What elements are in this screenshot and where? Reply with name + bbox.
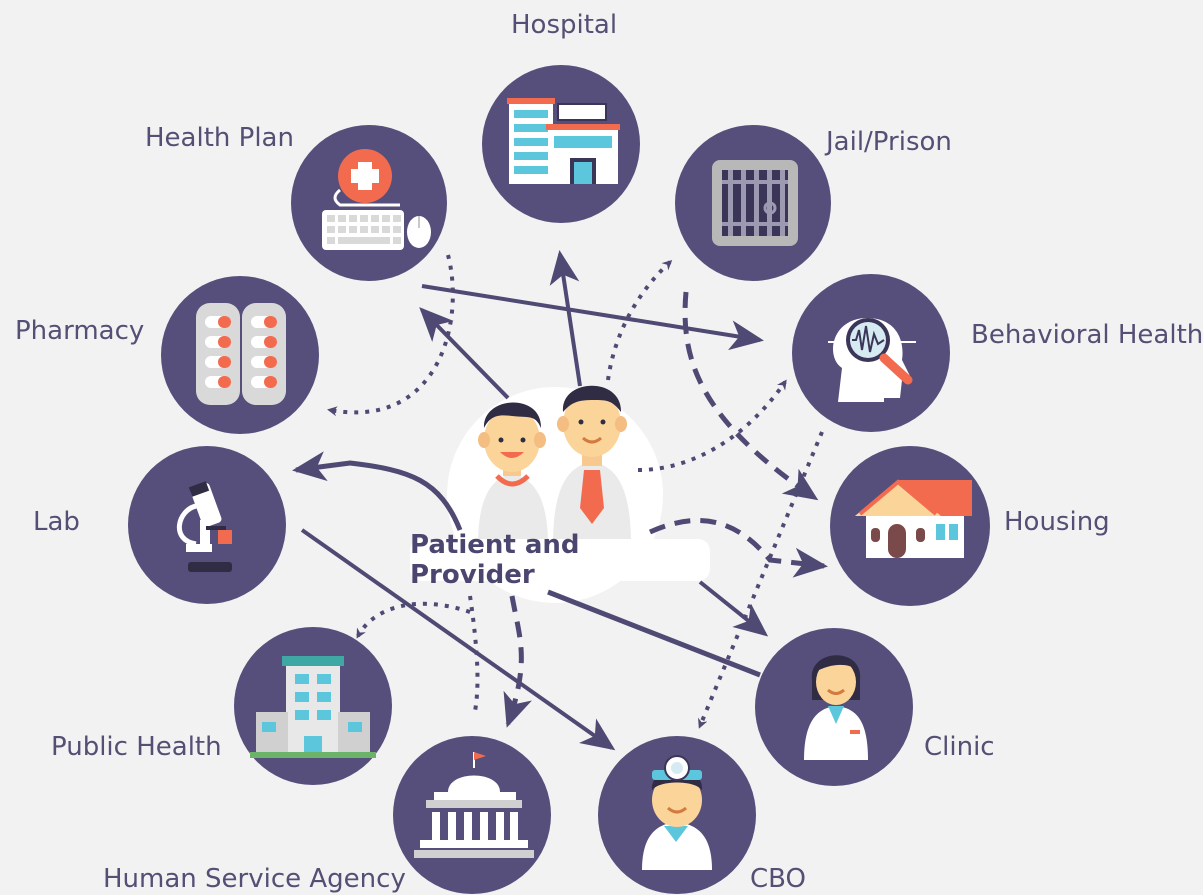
capitol-icon (414, 752, 534, 858)
pill-blister-icon (196, 303, 286, 405)
jail-bars-icon (712, 160, 798, 246)
node-hospital (482, 65, 640, 223)
label-housing: Housing (1004, 507, 1110, 537)
arrow-to-clinic (698, 580, 769, 637)
center-title: Patient and Provider (410, 530, 710, 590)
arrow-to-hospital (549, 250, 582, 387)
node-health-plan (291, 125, 447, 281)
arrow-center-to-clinic (547, 589, 761, 678)
arrow-to-pharmacy (327, 254, 455, 417)
arrow-to-public-health (356, 601, 471, 639)
label-hospital: Hospital (511, 10, 618, 40)
provider-icon (553, 385, 631, 545)
patient-icon (478, 402, 548, 545)
head-magnifier-icon (828, 317, 916, 402)
node-housing (830, 446, 990, 606)
microscope-icon (176, 481, 232, 572)
arrow-to-housing (648, 517, 828, 578)
hospital-icon (507, 98, 620, 184)
node-jail-prison (675, 125, 831, 281)
connector-arrows (292, 250, 828, 751)
arrow-to-jail (606, 259, 673, 381)
doctor-woman-icon (804, 655, 868, 760)
arrow-to-lab (292, 451, 463, 531)
label-jail-prison: Jail/Prison (826, 127, 952, 157)
arrow-lab-to-cbo (300, 528, 616, 751)
node-human-service-agency (393, 736, 551, 894)
house-icon (855, 479, 972, 558)
computer-health-plan-icon (322, 149, 431, 250)
arrow-behavioral-to-cbo (698, 431, 824, 729)
node-public-health (234, 627, 392, 785)
node-cbo (598, 736, 756, 894)
node-lab (128, 446, 286, 604)
label-clinic: Clinic (924, 732, 995, 762)
arrow-health-plan-to-behavioral (421, 284, 764, 351)
node-clinic (755, 628, 913, 786)
label-public-health: Public Health (51, 732, 222, 762)
label-lab: Lab (33, 507, 80, 537)
label-cbo: CBO (750, 864, 806, 894)
arrow-to-human-service-agency (503, 595, 532, 728)
label-pharmacy: Pharmacy (15, 316, 145, 346)
node-behavioral-health (792, 274, 950, 432)
label-health-plan: Health Plan (145, 123, 294, 153)
arrow-jail-to-housing (682, 291, 819, 501)
label-behavioral-health: Behavioral Health (971, 320, 1203, 350)
arrow-to-health-plan (419, 307, 510, 400)
building-icon (250, 656, 376, 758)
doctor-headlamp-icon (642, 755, 712, 870)
arrow-to-human-service (468, 595, 480, 717)
node-pharmacy (161, 276, 319, 434)
label-human-service-agency: Human Service Agency (103, 864, 406, 894)
